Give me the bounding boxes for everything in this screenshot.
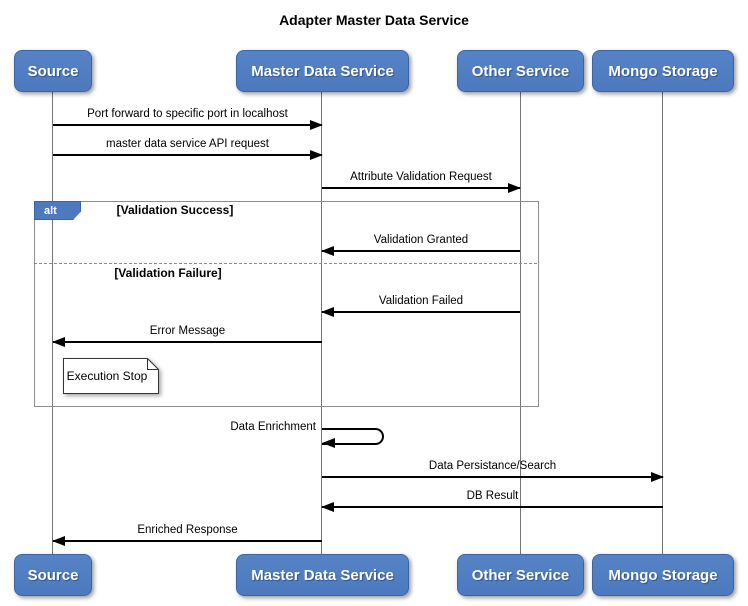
guard-validation-failure: [Validation Failure]: [114, 266, 222, 280]
message-arrow-validation-granted: [321, 246, 520, 256]
arrow-left-icon: [321, 246, 334, 256]
message-label: Error Message: [149, 325, 226, 337]
arrow-right-icon: [310, 120, 323, 130]
message-arrow-data-persistance: [322, 472, 664, 482]
participant-source-bottom: Source: [14, 554, 92, 596]
message-label: Validation Granted: [373, 234, 469, 246]
lifeline-mongo-storage: [662, 92, 663, 554]
participant-master-data-service-bottom: Master Data Service: [236, 554, 409, 596]
message-arrow-enriched-response: [52, 536, 322, 546]
alt-fragment: alt: [34, 201, 539, 407]
message-arrow-api-request: [53, 150, 323, 160]
participant-mongo-storage-bottom: Mongo Storage: [592, 554, 734, 596]
guard-validation-success: [Validation Success]: [116, 203, 234, 217]
alt-divider: [34, 263, 537, 264]
diagram-title: Adapter Master Data Service: [279, 12, 469, 28]
lifeline-source: [52, 92, 53, 554]
arrow-right-icon: [508, 183, 521, 193]
participant-other-service-bottom: Other Service: [457, 554, 584, 596]
message-label: Attribute Validation Request: [350, 171, 492, 183]
arrow-right-icon: [651, 472, 664, 482]
message-arrow-error-message: [52, 337, 322, 347]
lifeline-other-service: [520, 92, 521, 554]
arrow-left-icon: [322, 438, 335, 448]
self-message-loop: [322, 428, 384, 445]
arrow-left-icon: [52, 536, 65, 546]
message-label: Enriched Response: [137, 524, 238, 536]
note-execution-stop: Execution Stop: [63, 358, 159, 394]
arrow-left-icon: [52, 337, 65, 347]
arrow-left-icon: [321, 307, 334, 317]
message-label: Validation Failed: [378, 295, 464, 307]
note-text: Execution Stop: [66, 369, 148, 383]
arrow-left-icon: [321, 502, 334, 512]
message-label: master data service API request: [106, 138, 269, 150]
message-arrow-db-result: [321, 502, 663, 512]
participant-master-data-service-top: Master Data Service: [236, 50, 409, 92]
arrow-right-icon: [310, 150, 323, 160]
message-arrow-attribute-validation: [322, 183, 521, 193]
message-label: Data Persistance/Search: [428, 460, 557, 472]
message-label: DB Result: [466, 490, 519, 502]
message-arrow-validation-failed: [321, 307, 520, 317]
message-arrow-port-forward: [53, 120, 323, 130]
participant-source-top: Source: [14, 50, 92, 92]
participant-mongo-storage-top: Mongo Storage: [592, 50, 734, 92]
lifeline-master-data-service: [321, 92, 322, 554]
note-shape: [63, 358, 159, 394]
message-label: Port forward to specific port in localho…: [87, 108, 288, 120]
alt-operator-tab: alt: [34, 201, 81, 220]
message-label: Data Enrichment: [230, 421, 316, 433]
participant-other-service-top: Other Service: [457, 50, 584, 92]
